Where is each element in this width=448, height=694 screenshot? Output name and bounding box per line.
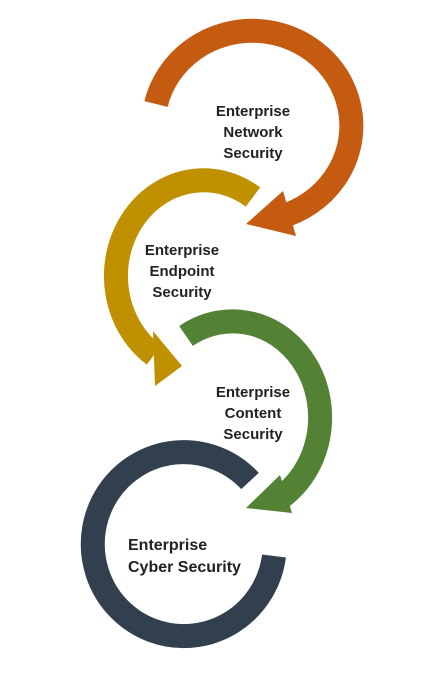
arc-network <box>144 18 364 236</box>
label-endpoint-security: Enterprise Endpoint Security <box>117 240 247 303</box>
label-line: Enterprise <box>128 537 208 554</box>
arc-network-arrowhead <box>246 191 296 236</box>
arc-content-body <box>179 309 333 509</box>
label-line: Network <box>223 124 283 141</box>
arc-endpoint-arrowhead <box>153 331 182 386</box>
arc-content <box>179 309 333 513</box>
arc-cyber <box>80 440 286 649</box>
label-line: Enterprise <box>215 103 291 120</box>
arc-cyber-body <box>80 440 286 649</box>
label-line: Security <box>152 284 212 301</box>
label-line: Cyber Security <box>128 559 241 576</box>
label-line: Security <box>223 145 283 162</box>
label-line: Enterprise <box>144 242 220 259</box>
label-content-security: Enterprise Content Security <box>188 382 318 445</box>
label-line: Security <box>223 426 283 443</box>
label-line: Content <box>224 405 282 422</box>
label-network-security: Enterprise Network Security <box>188 101 318 164</box>
label-cyber-security: Enterprise Cyber Security <box>128 535 268 579</box>
arc-network-body <box>144 18 364 229</box>
label-line: Enterprise <box>215 384 291 401</box>
label-line: Endpoint <box>149 263 215 280</box>
arc-endpoint <box>104 168 261 386</box>
arc-endpoint-body <box>104 168 261 365</box>
arc-content-arrowhead <box>246 475 292 513</box>
